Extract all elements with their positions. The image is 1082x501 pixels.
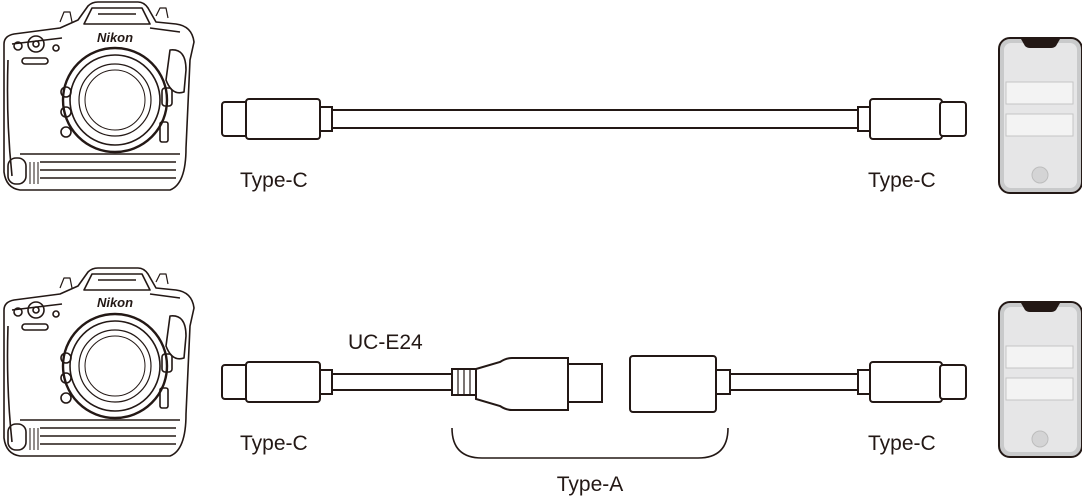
right-connector-label-row1: Type-C (868, 169, 936, 192)
camera-brand-row1: Nikon (97, 30, 133, 45)
cable-row2 (221, 355, 967, 413)
cable-row1 (221, 98, 967, 140)
camera-brand-row2: Nikon (97, 295, 133, 310)
type-a-bracket (451, 427, 729, 459)
left-connector-label-row2: Type-C (240, 432, 308, 455)
right-connector-label-row2: Type-C (868, 432, 936, 455)
adapter-connector-label: Type-A (557, 473, 624, 496)
type-c-plug-left-row1 (221, 101, 249, 137)
cable-name-label: UC-E24 (348, 331, 423, 354)
left-connector-label-row1: Type-C (240, 169, 308, 192)
smartphone-row1 (998, 37, 1082, 194)
smartphone-row2 (998, 301, 1082, 458)
type-c-plug-right-row1 (939, 101, 967, 137)
